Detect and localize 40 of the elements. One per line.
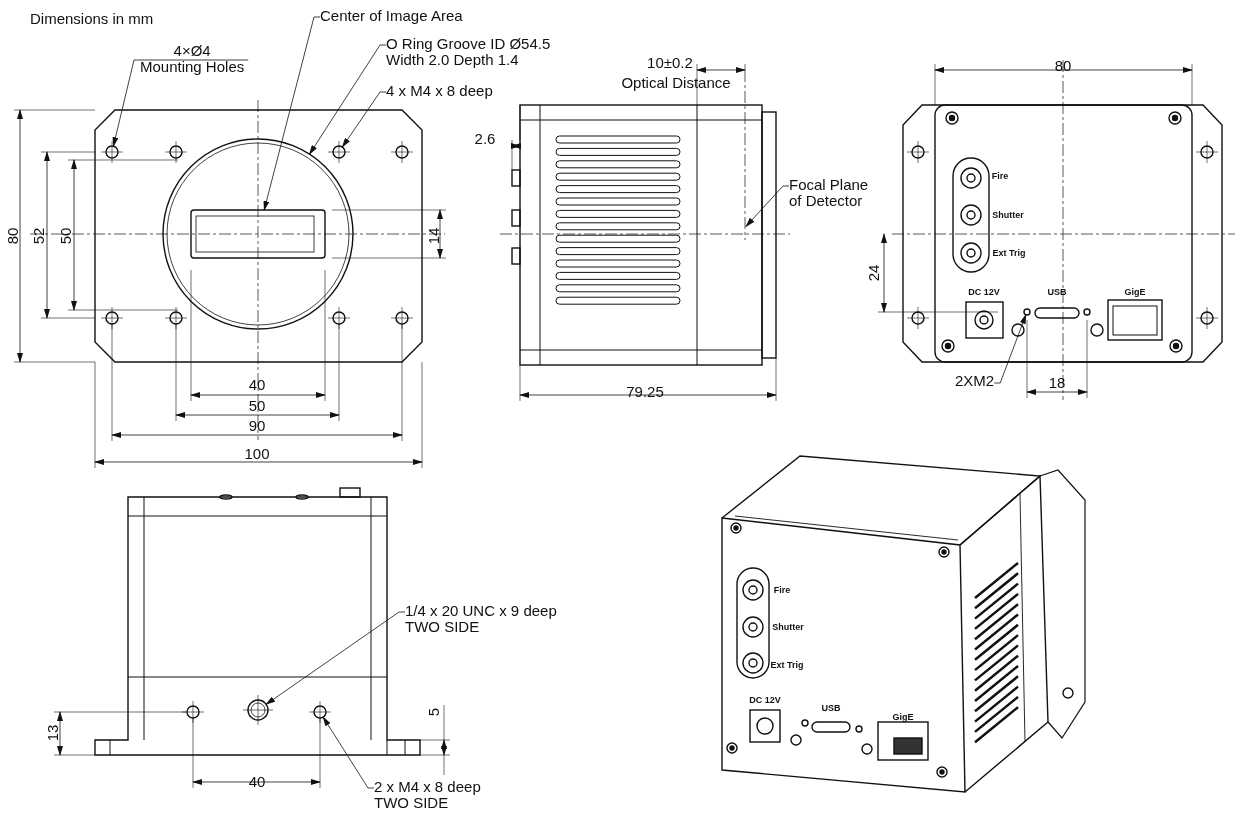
callout-label: Mounting Holes (140, 59, 245, 75)
port-label: Fire (773, 585, 791, 595)
dimension-value: 40 (248, 772, 266, 790)
callout-label: O Ring Groove ID Ø54.5 Width 2.0 Depth 1.4 (386, 36, 564, 68)
port-label: Shutter (772, 622, 804, 632)
dimension-value: 2.6 (474, 129, 496, 147)
dimension-value: 14 (424, 227, 442, 245)
callout-label: Center of Image Area (320, 8, 463, 24)
port-label: Ext Trig (770, 660, 804, 670)
callout-label: 2XM2 (955, 373, 995, 389)
port-label: DC 12V (968, 287, 1000, 297)
callout-label: 2 x M4 x 8 deep TWO SIDE (374, 779, 494, 811)
note-text: Dimensions in mm (30, 10, 154, 27)
callout-label: 1/4 x 20 UNC x 9 deep TWO SIDE (405, 603, 575, 635)
dimension-value: 100 (244, 444, 270, 462)
dimension-value: 80 (3, 227, 21, 245)
callout-label: 4×Ø4 (172, 43, 212, 59)
port-label: Fire (991, 171, 1009, 181)
port-label: GigE (892, 712, 914, 722)
port-label: Ext Trig (992, 248, 1026, 258)
callout-label: 4 x M4 x 8 deep (386, 83, 493, 99)
dimension-value: 90 (248, 416, 266, 434)
port-label: USB (1047, 287, 1067, 297)
port-label: Shutter (992, 210, 1024, 220)
dimension-value: 5 (424, 707, 442, 717)
port-label: DC 12V (749, 695, 781, 705)
dimension-value: Optical Distance (621, 73, 731, 91)
dimension-value: 50 (248, 396, 266, 414)
dimension-value: 79.25 (626, 382, 664, 400)
dimension-value: 24 (864, 264, 882, 282)
dimension-value: 50 (56, 227, 74, 245)
port-label: GigE (1124, 287, 1146, 297)
dimension-value: 80 (1054, 56, 1072, 74)
callout-label: Focal Plane of Detector (789, 177, 881, 209)
dimension-value: 40 (248, 375, 266, 393)
dimension-value: 10±0.2 (647, 53, 693, 71)
port-label: USB (821, 703, 841, 713)
dimension-value: 13 (43, 724, 61, 742)
dimension-value: 52 (29, 227, 47, 245)
dimension-value: 18 (1048, 373, 1066, 391)
